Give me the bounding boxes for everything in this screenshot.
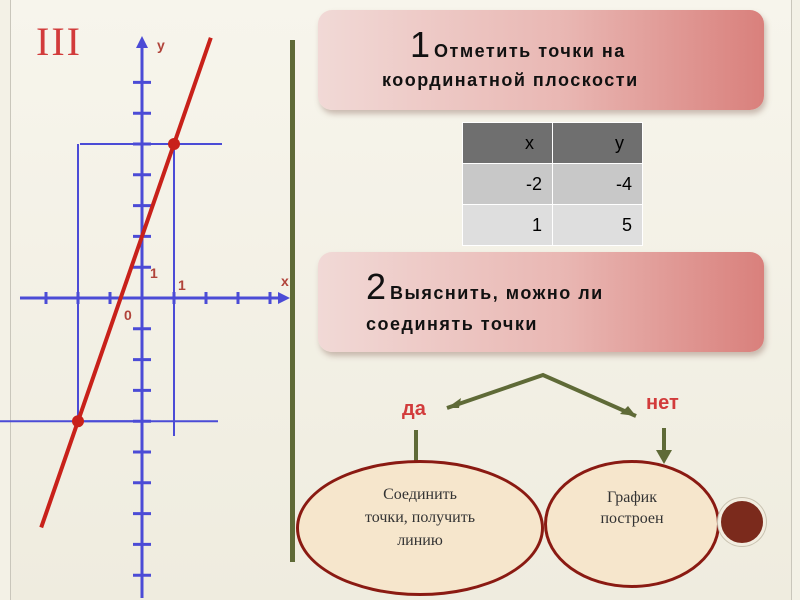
step2-panel: 2 Выяснить, можно ли соединять точки — [318, 252, 764, 352]
answer-no: нет — [646, 392, 679, 414]
no-arrow-head — [656, 450, 672, 464]
step2-text-line2: соединять точки — [366, 314, 538, 334]
unit-x-label: 1 — [178, 277, 186, 293]
step1-text-line1: Отметить точки на — [434, 41, 626, 61]
graph-line — [39, 37, 213, 529]
result-yes-line: Соединить — [383, 486, 457, 503]
y-axis-label: y — [157, 37, 165, 53]
axis-ticks — [44, 80, 272, 577]
answer-yes: да — [402, 398, 426, 420]
graph-point — [72, 415, 84, 428]
axes — [20, 36, 290, 598]
table-header-x: x — [462, 122, 553, 164]
x-axis-label: x — [281, 273, 289, 289]
table-row: 1 5 — [462, 204, 643, 246]
step2-text-line1: Выяснить, можно ли — [390, 283, 604, 303]
result-no-line: построен — [600, 510, 664, 527]
table-cell: 5 — [552, 204, 643, 246]
section-numeral: III — [36, 19, 82, 64]
step1-number: 1 — [410, 24, 431, 65]
x-axis-arrow — [278, 292, 290, 304]
plotted-points — [72, 138, 180, 428]
result-no-line: График — [606, 489, 658, 506]
values-table: x y -2 -4 1 5 — [462, 122, 643, 246]
unit-y-label: 1 — [150, 265, 158, 281]
step1-text-line2: координатной плоскости — [382, 70, 639, 90]
branch-arrow — [446, 372, 637, 418]
arrow-head-yes — [447, 398, 461, 408]
y-axis-arrow — [136, 36, 148, 48]
result-yes-oval: Соединить точки, получить линию — [296, 460, 544, 596]
step2-number: 2 — [366, 266, 387, 307]
origin-label: 0 — [124, 307, 132, 323]
graph-point — [168, 138, 180, 150]
result-yes-line: линию — [397, 532, 443, 549]
step1-panel: 1 Отметить точки на координатной плоскос… — [318, 10, 764, 110]
result-no-oval: График построен — [544, 460, 720, 588]
navigation-circle-button[interactable] — [718, 498, 766, 546]
vertical-divider — [290, 40, 295, 562]
table-header-y: y — [552, 122, 643, 164]
result-yes-line: точки, получить — [365, 509, 475, 526]
table-cell: -2 — [462, 163, 553, 205]
plotted-line — [39, 37, 213, 529]
arrow-head-no — [620, 406, 636, 416]
table-cell: 1 — [462, 204, 553, 246]
